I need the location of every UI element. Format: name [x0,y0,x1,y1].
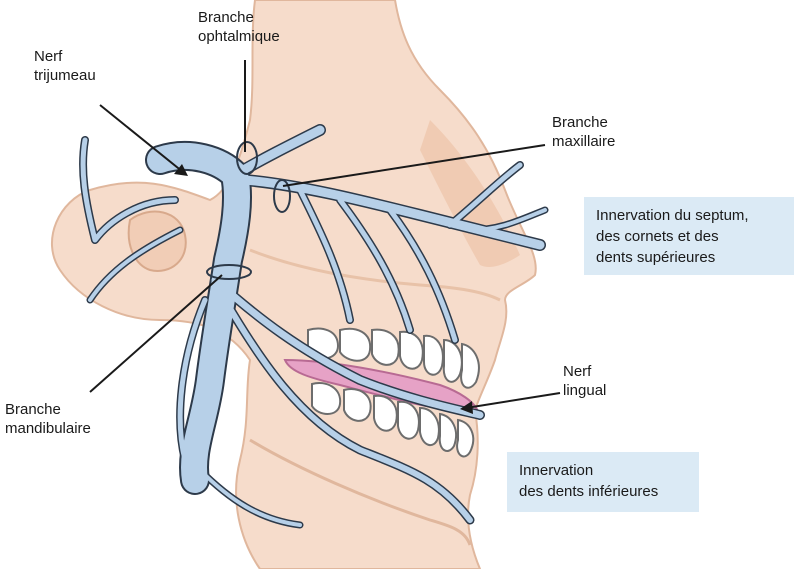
label-branche-maxillaire: Branche maxillaire [552,113,615,151]
label-branche-mandibulaire: Branche mandibulaire [5,400,91,438]
trijumeau-arrow [100,105,183,172]
label-nerf-trijumeau: Nerf trijumeau [34,47,96,85]
label-nerf-lingual: Nerf lingual [563,362,606,400]
head-profile [52,0,536,569]
box-innervation-superieure: Innervation du septum, des cornets et de… [584,197,794,275]
label-branche-ophtalmique: Branche ophtalmique [198,8,280,46]
box-innervation-inferieure: Innervation des dents inférieures [507,452,699,512]
